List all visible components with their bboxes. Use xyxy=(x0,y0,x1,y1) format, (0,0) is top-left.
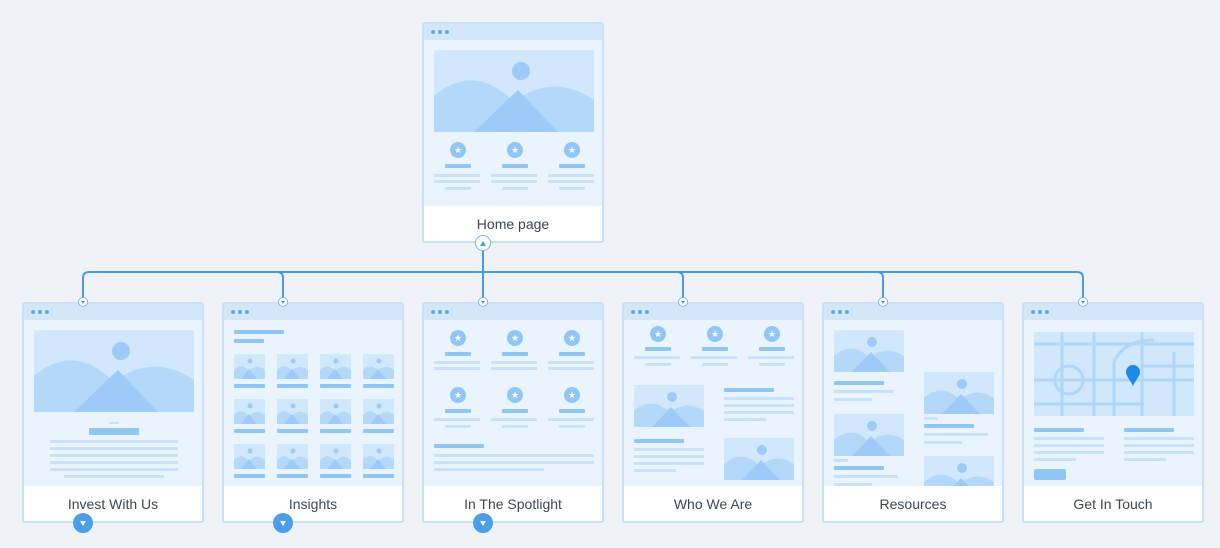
wireframe-preview xyxy=(824,320,1002,488)
thumbnail-image-placeholder xyxy=(320,354,351,379)
page-card-insights[interactable]: Insights xyxy=(222,302,404,523)
window-bar xyxy=(824,304,1002,320)
feature-star-icon: ★ xyxy=(450,387,466,403)
connector-port-icon xyxy=(878,297,888,307)
page-label: In The Spotlight xyxy=(424,486,602,521)
thumbnail-image-placeholder xyxy=(363,444,394,469)
thumbnail-image-placeholder xyxy=(234,354,265,379)
expand-children-button[interactable] xyxy=(473,513,493,533)
feature-star-icon: ★ xyxy=(564,330,580,346)
window-bar xyxy=(424,304,602,320)
connector-port-icon xyxy=(478,297,488,307)
wireframe-preview xyxy=(224,320,402,488)
thumbnail-image-placeholder xyxy=(277,444,308,469)
page-label: Home page xyxy=(424,206,602,241)
thumbnail-caption xyxy=(277,474,308,478)
image-placeholder xyxy=(924,456,994,488)
image-placeholder xyxy=(834,414,904,456)
image-placeholder xyxy=(834,330,904,372)
feature-star-icon: ★ xyxy=(507,142,523,158)
thumbnail-image-placeholder xyxy=(277,399,308,424)
feature-star-icon: ★ xyxy=(707,326,723,342)
image-placeholder xyxy=(724,438,794,480)
window-bar xyxy=(624,304,802,320)
thumbnail-image-placeholder xyxy=(234,444,265,469)
thumbnail-caption xyxy=(363,474,394,478)
feature-star-icon: ★ xyxy=(507,387,523,403)
wireframe-preview xyxy=(1024,320,1202,488)
thumbnail-image-placeholder xyxy=(320,399,351,424)
feature-star-icon: ★ xyxy=(650,326,666,342)
thumbnail-image-placeholder xyxy=(363,399,394,424)
feature-star-icon: ★ xyxy=(564,142,580,158)
connector-port-icon xyxy=(678,297,688,307)
thumbnail-image-placeholder xyxy=(363,354,394,379)
thumbnail-caption xyxy=(320,474,351,478)
thumbnail-caption xyxy=(363,384,394,388)
thumbnail-image-placeholder xyxy=(320,444,351,469)
thumbnail-caption xyxy=(234,474,265,478)
connector-port-icon xyxy=(1078,297,1088,307)
thumbnail-caption xyxy=(277,429,308,433)
expand-children-button[interactable] xyxy=(73,513,93,533)
page-card-in-the-spotlight[interactable]: ★ ★ ★ ★ ★ ★ In The Spotlight xyxy=(422,302,604,523)
window-bar xyxy=(424,24,602,40)
feature-star-icon: ★ xyxy=(450,142,466,158)
connector-port-icon xyxy=(78,297,88,307)
wireframe-preview: ★ ★ ★ xyxy=(424,40,602,208)
window-bar xyxy=(24,304,202,320)
thumbnail-image-placeholder xyxy=(277,354,308,379)
feature-star-icon: ★ xyxy=(564,387,580,403)
thumbnail-caption xyxy=(277,384,308,388)
thumbnail-caption xyxy=(234,429,265,433)
thumbnail-caption xyxy=(363,429,394,433)
window-bar xyxy=(224,304,402,320)
image-placeholder xyxy=(924,372,994,414)
page-card-resources[interactable]: Resources xyxy=(822,302,1004,523)
page-card-who-we-are[interactable]: ★ ★ ★ Who We Are xyxy=(622,302,804,523)
wireframe-preview xyxy=(24,320,202,488)
thumbnail-caption xyxy=(320,429,351,433)
map-placeholder xyxy=(1034,332,1194,416)
feature-star-icon: ★ xyxy=(507,330,523,346)
page-label: Insights xyxy=(224,486,402,521)
page-label: Who We Are xyxy=(624,486,802,521)
page-card-home[interactable]: ★ ★ ★ Home page xyxy=(422,22,604,243)
page-label: Get In Touch xyxy=(1024,486,1202,521)
thumbnail-caption xyxy=(320,384,351,388)
hero-image-placeholder xyxy=(34,330,194,412)
wireframe-preview: ★ ★ ★ ★ ★ ★ xyxy=(424,320,602,488)
connector-port-icon xyxy=(278,297,288,307)
feature-star-icon: ★ xyxy=(450,330,466,346)
feature-star-icon: ★ xyxy=(764,326,780,342)
page-card-invest-with-us[interactable]: Invest With Us xyxy=(22,302,204,523)
wireframe-preview: ★ ★ ★ xyxy=(624,320,802,488)
image-placeholder xyxy=(634,385,704,427)
thumbnail-caption xyxy=(234,384,265,388)
collapse-toggle-icon[interactable] xyxy=(475,235,491,251)
page-label: Invest With Us xyxy=(24,486,202,521)
page-label: Resources xyxy=(824,486,1002,521)
window-bar xyxy=(1024,304,1202,320)
map-pin-icon xyxy=(1126,365,1140,387)
thumbnail-image-placeholder xyxy=(234,399,265,424)
page-card-get-in-touch[interactable]: Get In Touch xyxy=(1022,302,1204,523)
hero-image-placeholder xyxy=(434,50,594,132)
expand-children-button[interactable] xyxy=(273,513,293,533)
